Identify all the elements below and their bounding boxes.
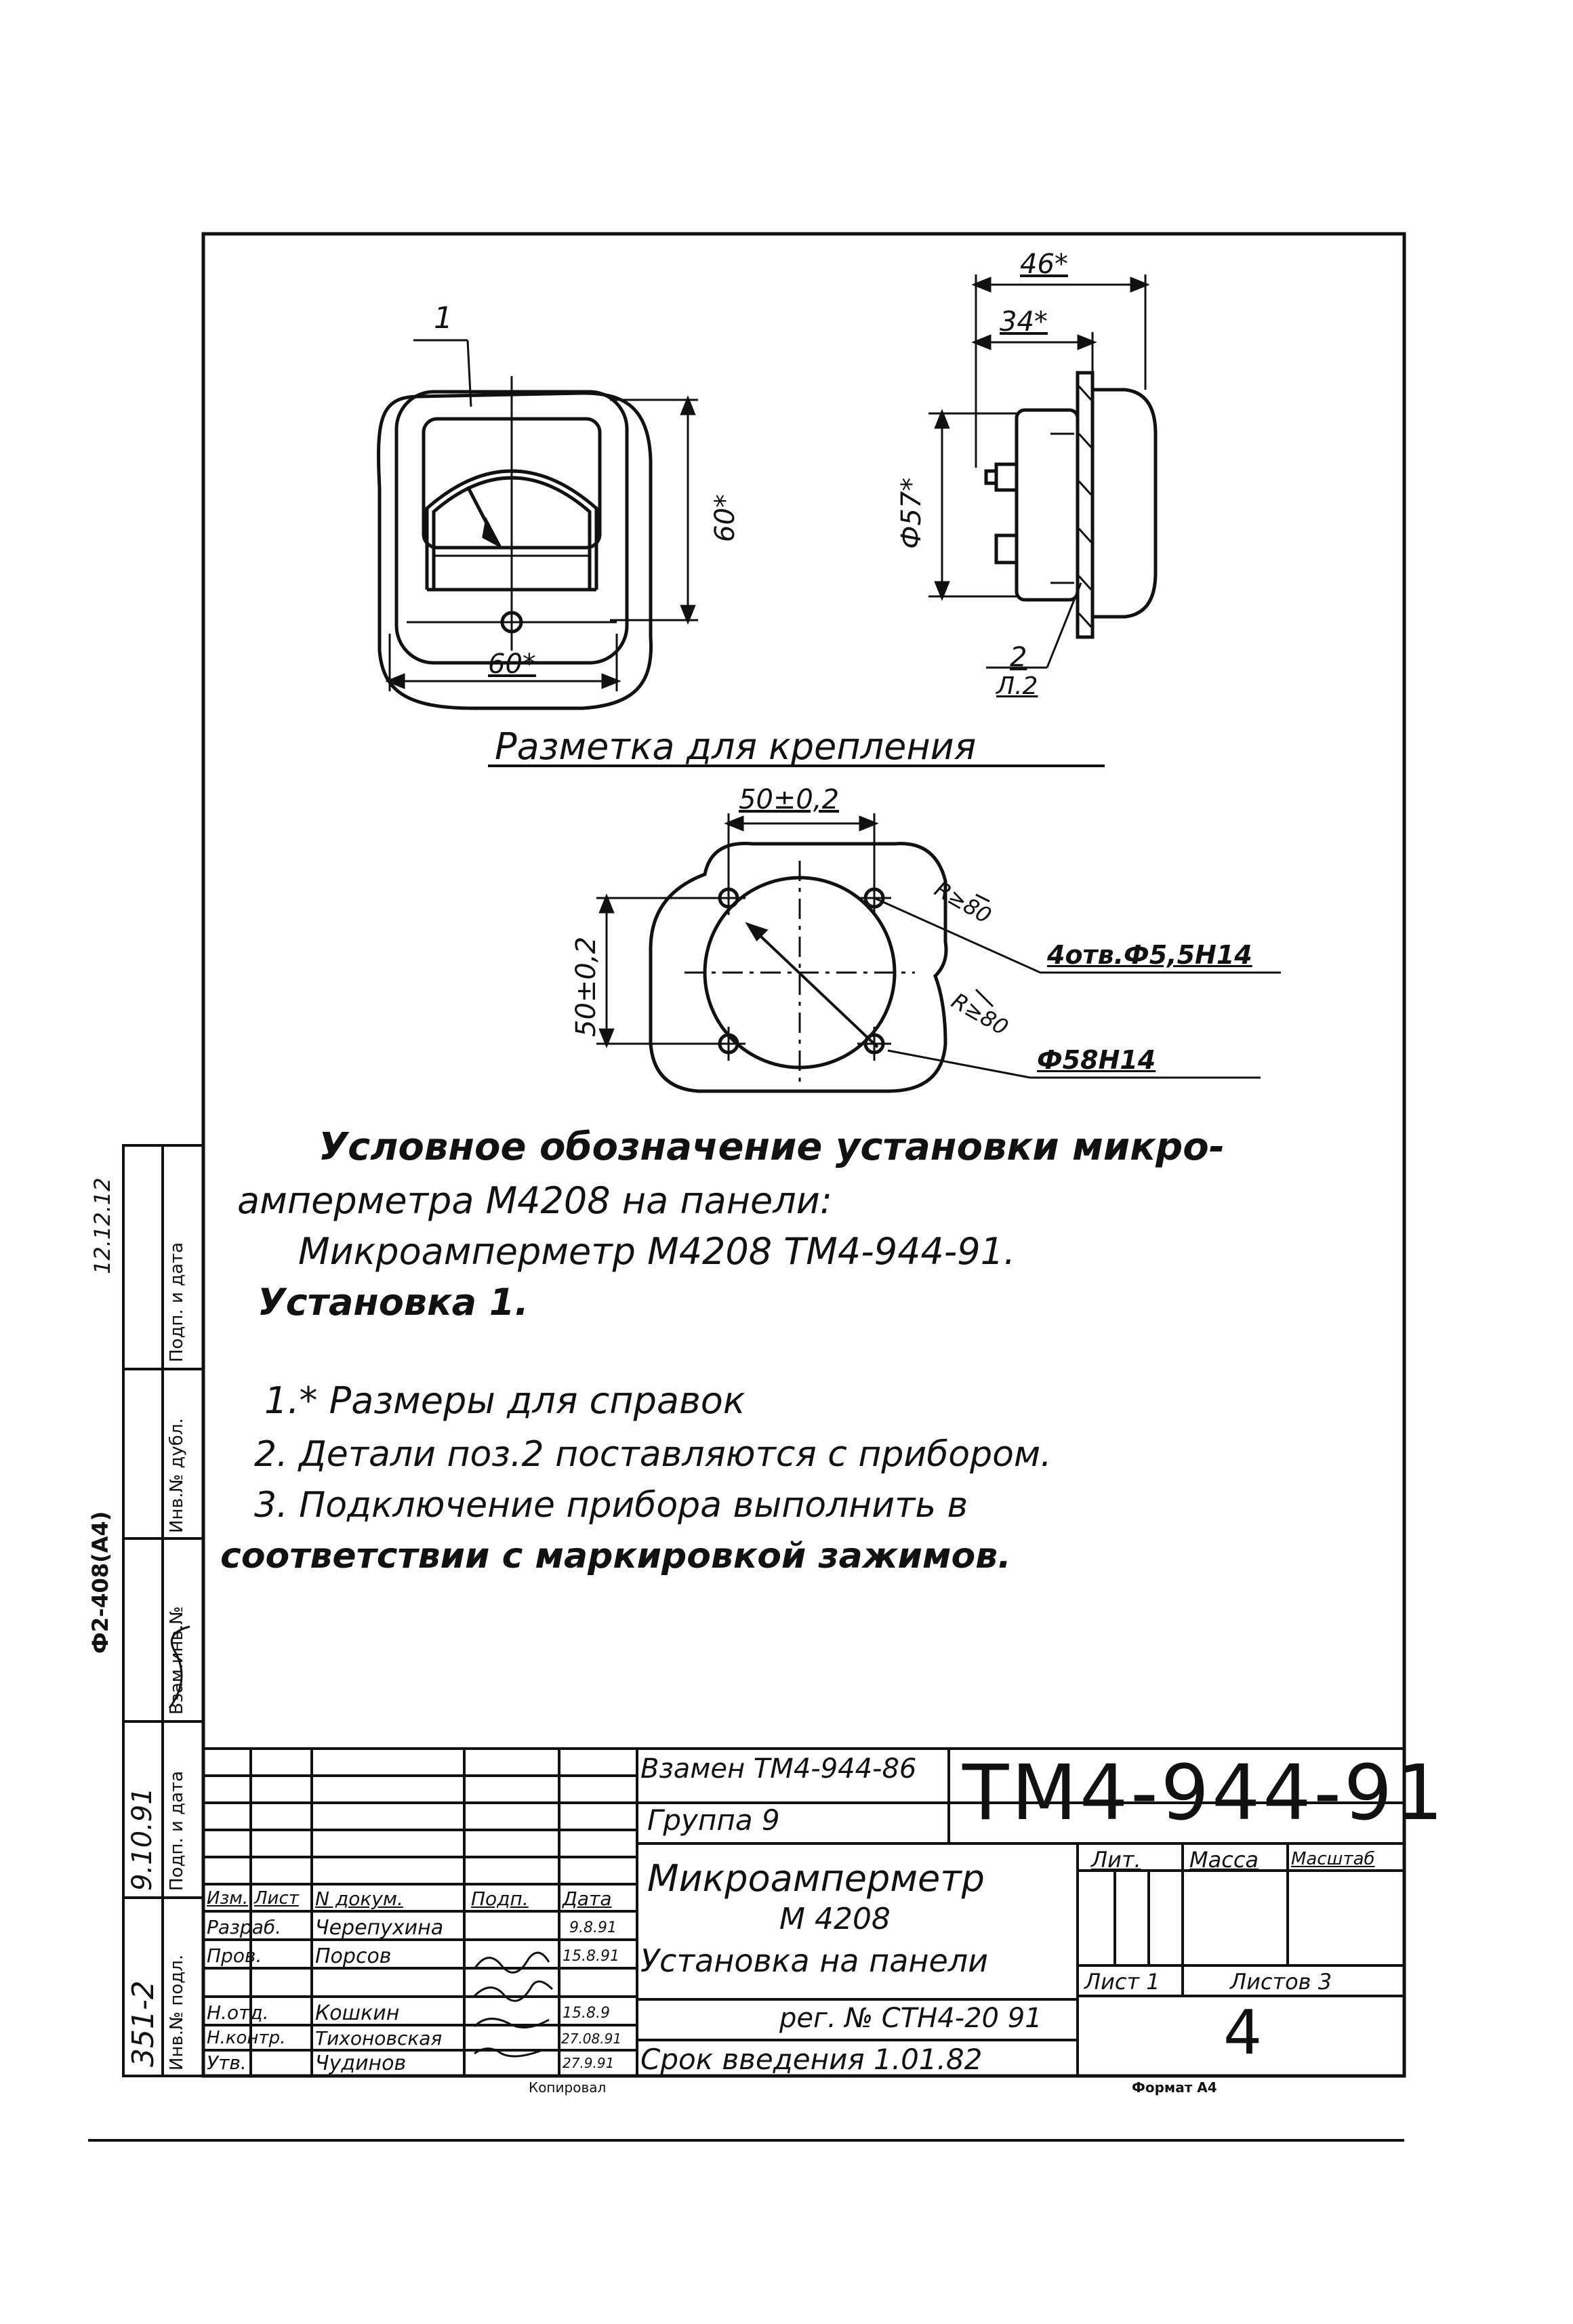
tb-page-number: 4 — [1223, 1997, 1263, 2068]
note-1: 1.* Размеры для справок — [264, 1379, 745, 1422]
tb-name-line-1: Микроамперметр — [647, 1857, 985, 1900]
tb-name-line-2: М 4208 — [779, 1902, 891, 1936]
tb-replaces: Взамен ТМ4-944-86 — [640, 1753, 917, 1785]
stamp-inv-orig: Инв.№ подл. — [167, 1954, 187, 2071]
tb-copied-label: Копировал — [529, 2079, 607, 2096]
tb-name-2: Порсов — [315, 1944, 392, 1968]
stamp-form-code: Ф2-408(А4) — [87, 1511, 113, 1654]
tb-name-1: Черепухина — [315, 1916, 444, 1940]
tb-role-4: Н.отд. — [207, 2001, 269, 2024]
tb-scale-header: Масштаб — [1291, 1849, 1375, 1869]
tb-group: Группа 9 — [647, 1803, 780, 1837]
note-2: 2. Детали поз.2 поставляются с прибором. — [254, 1434, 1052, 1475]
stamp-sign-date: Подп. и дата — [167, 1770, 187, 1891]
designation-line-1: Условное обозначение установки микро- — [319, 1125, 1225, 1169]
side-diameter: Ф57* — [896, 477, 927, 549]
marking-bore-note: Ф58Н14 — [1037, 1045, 1156, 1075]
tb-lit-header: Лит. — [1091, 1847, 1141, 1873]
tb-role-5: Н.контр. — [207, 2028, 286, 2048]
stamp-sign-date-2: Подп. и дата — [167, 1242, 187, 1362]
marking-holes-note: 4отв.Ф5,5Н14 — [1047, 940, 1252, 970]
tb-doc-code: ТМ4-944-91 — [962, 1749, 1446, 1837]
tb-col-date: Дата — [563, 1888, 612, 1910]
note-3: 3. Подключение прибора выполнить в — [254, 1485, 968, 1526]
tb-date-4: 15.8.9 — [563, 2005, 610, 2022]
front-pos-label: 1 — [434, 301, 453, 335]
designation-line-2: амперметра М4208 на панели: — [237, 1179, 833, 1222]
marking-spacing-y: 50±0,2 — [571, 936, 602, 1037]
tb-mass-header: Масса — [1189, 1847, 1259, 1873]
marking-spacing-x: 50±0,2 — [739, 784, 840, 815]
tb-name-5: Тихоновская — [315, 2027, 443, 2050]
side-depth-inner: 34* — [1000, 306, 1048, 338]
designation-line-4: Установка 1. — [258, 1281, 529, 1324]
front-height-label: 60* — [710, 494, 741, 542]
stamp-top-value: 12.12.12 — [89, 1177, 115, 1275]
marking-view — [596, 813, 1281, 1093]
signature-scribbles — [168, 1625, 554, 2058]
designation-line-3: Микроамперметр М4208 ТМ4-944-91. — [298, 1230, 1016, 1273]
tb-role-1: Разраб. — [207, 1916, 282, 1938]
tb-format-label: Формат А4 — [1132, 2079, 1217, 2096]
side-pos-label: 2 — [1010, 642, 1027, 673]
left-stamp-strip — [122, 1144, 205, 2077]
note-4: соответствии с маркировкой зажимов. — [220, 1536, 1011, 1576]
tb-date-6: 27.9.91 — [563, 2055, 615, 2071]
stamp-inv-value: 351-2 — [126, 1980, 161, 2067]
tb-role-6: Утв. — [207, 2052, 247, 2074]
title-block-grid — [203, 1747, 1404, 2076]
marking-title: Разметка для крепления — [495, 725, 977, 768]
tb-date-2: 15.8.91 — [563, 1948, 619, 1965]
tb-role-2: Пров. — [207, 1944, 262, 1967]
tb-name-6: Чудинов — [315, 2052, 407, 2075]
tb-date-1: 9.8.91 — [569, 1919, 617, 1936]
tb-col-doc: N докум. — [315, 1888, 403, 1910]
tb-sheets-label: Листов 3 — [1230, 1969, 1332, 1995]
tb-intro-date: Срок введения 1.01.82 — [640, 2043, 983, 2076]
tb-name-4: Кошкин — [315, 2001, 400, 2025]
tb-name-line-3: Установка на панели — [640, 1942, 989, 1979]
side-depth-outer: 46* — [1020, 249, 1068, 280]
stamp-replace-inv: Взам.инв.№ — [167, 1606, 187, 1715]
side-pos-sheet: Л.2 — [996, 672, 1038, 700]
front-width-label: 60* — [488, 649, 536, 680]
tb-col-sign: Подп. — [471, 1888, 529, 1910]
side-view — [928, 274, 1158, 669]
tb-col-izm: Изм. — [207, 1888, 249, 1909]
tb-date-5: 27.08.91 — [561, 2031, 622, 2047]
stamp-date-value: 9.10.91 — [127, 1787, 158, 1891]
tb-reg-number: рег. № СТН4-20 91 — [779, 2003, 1042, 2034]
tb-sheet-label: Лист 1 — [1084, 1969, 1160, 1995]
stamp-dup-inv: Инв.№ дубл. — [167, 1418, 187, 1533]
front-view — [377, 339, 698, 710]
tb-col-list: Лист — [254, 1888, 299, 1909]
